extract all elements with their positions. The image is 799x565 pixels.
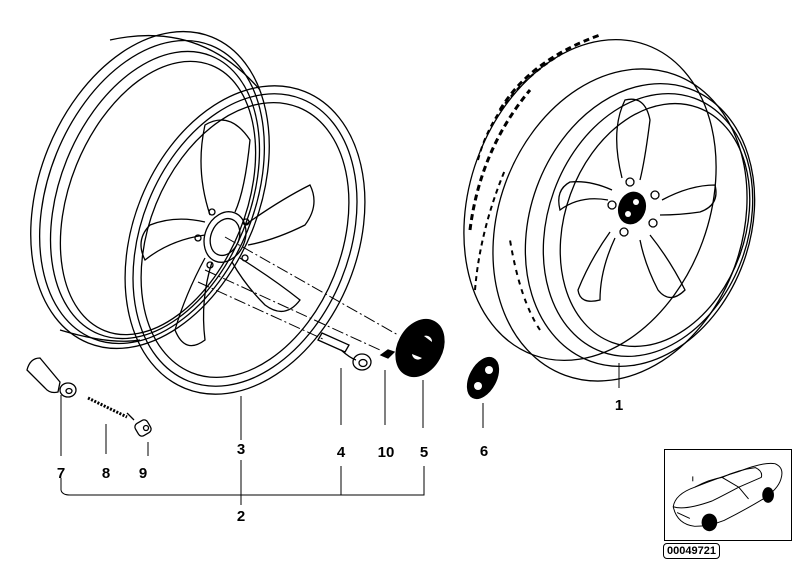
emblem-drawing: [466, 356, 500, 400]
callout-6[interactable]: 6: [479, 443, 489, 460]
callout-8[interactable]: 8: [101, 465, 111, 482]
leader-lines: [60, 363, 620, 505]
front-wheel-highlight: [701, 513, 718, 532]
callout-10[interactable]: 10: [377, 444, 395, 461]
callout-4[interactable]: 4: [336, 444, 346, 461]
callout-2[interactable]: 2: [236, 508, 246, 525]
vehicle-location-inset: [664, 449, 792, 541]
rim-drawing: [30, 30, 366, 395]
callout-1[interactable]: 1: [614, 397, 624, 414]
diagram-reference-number: 00049721: [663, 543, 720, 559]
rear-wheel-highlight: [762, 487, 774, 503]
complete-wheel-drawing: [463, 33, 756, 382]
wheel-bolt-drawing: [317, 332, 372, 371]
assembly-axis-lines: [197, 236, 399, 351]
hub-cap-drawing: [395, 318, 445, 378]
balance-weight-drawing: [379, 349, 396, 359]
callout-9[interactable]: 9: [138, 465, 148, 482]
callout-5[interactable]: 5: [419, 444, 429, 461]
callout-3[interactable]: 3: [236, 441, 246, 458]
valve-parts-drawing: [26, 357, 152, 437]
callout-7[interactable]: 7: [56, 465, 66, 482]
car-outline-icon: [672, 462, 783, 532]
